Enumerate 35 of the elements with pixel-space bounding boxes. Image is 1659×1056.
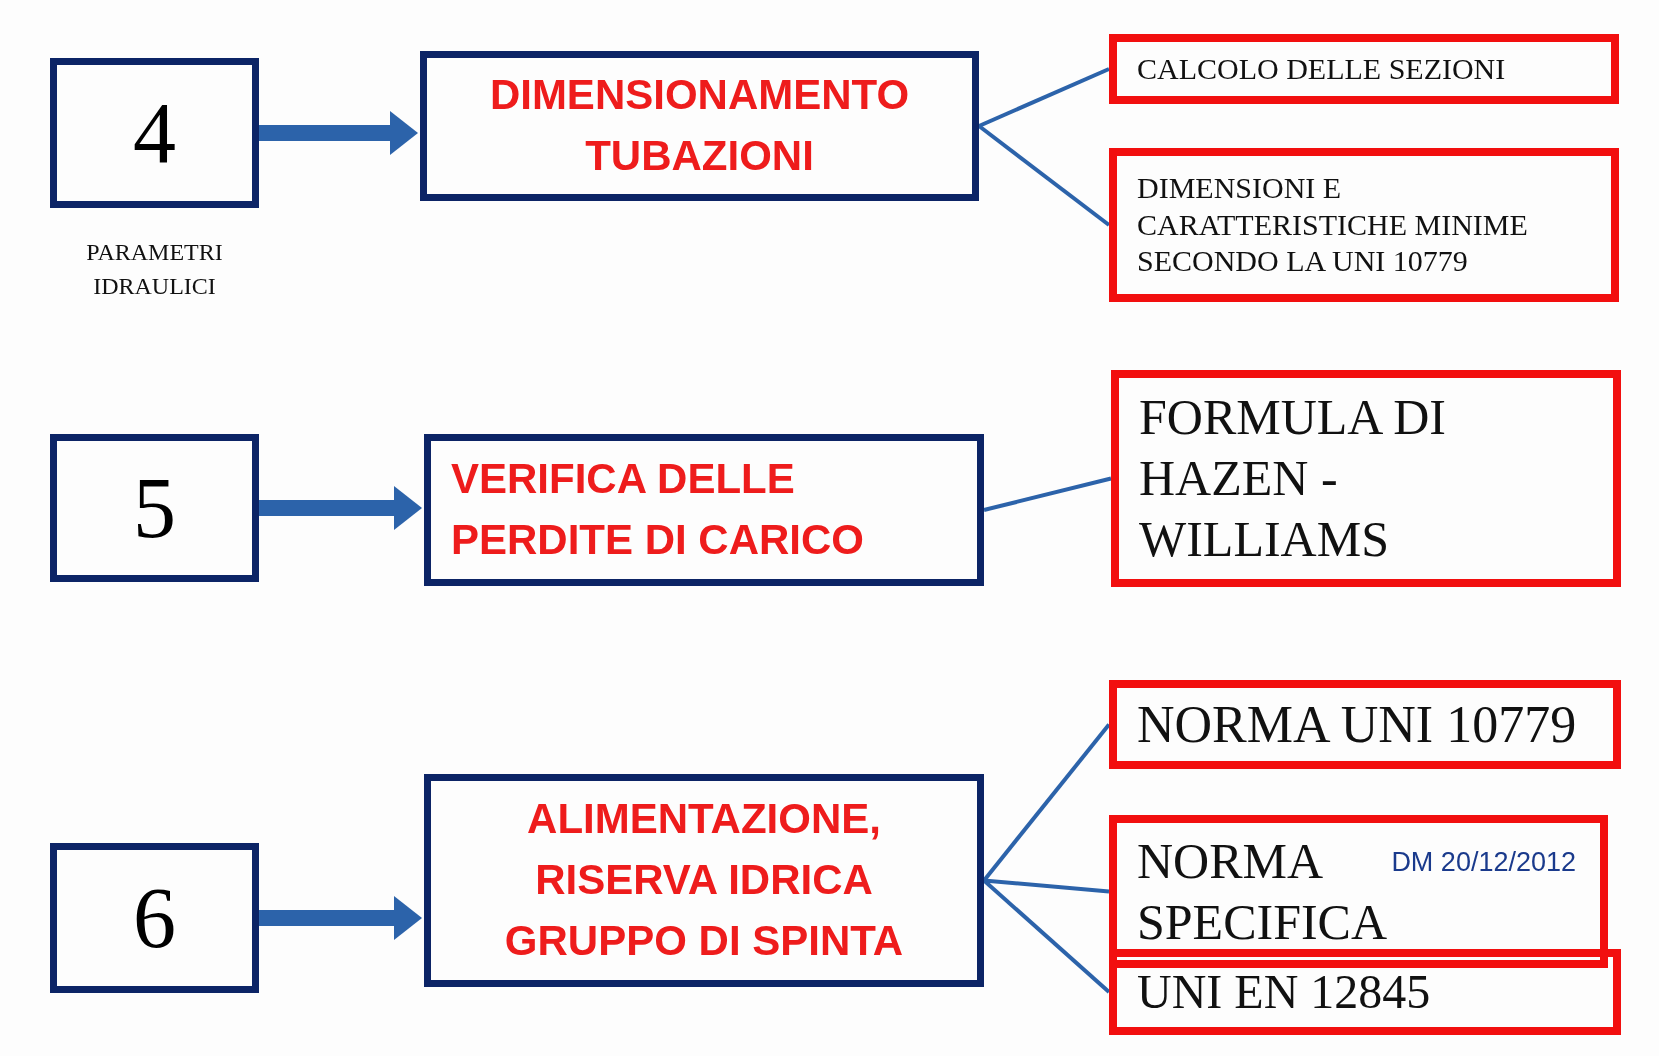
reference-box — [1111, 370, 1621, 587]
step-title: DIMENSIONAMENTO TUBAZIONI — [488, 70, 911, 181]
step-number: 5 — [133, 465, 176, 551]
connector-line — [983, 878, 1110, 894]
number-box — [50, 843, 259, 993]
step-title: VERIFICA DELLE PERDITE DI CARICO — [451, 454, 866, 565]
step-number: 4 — [133, 90, 176, 176]
arrow — [259, 896, 422, 940]
connector-line — [978, 67, 1110, 128]
number-box — [50, 58, 259, 208]
reference-box — [1109, 148, 1619, 302]
connector-line — [982, 879, 1111, 994]
arrow — [259, 111, 418, 155]
reference-box — [1109, 34, 1619, 104]
reference-text: DIMENSIONI E CARATTERISTICHE MINIME SECONDO LA UNI 10779 — [1137, 170, 1529, 280]
step-box — [424, 434, 984, 586]
reference-box — [1109, 949, 1621, 1035]
connector-line — [983, 476, 1112, 512]
reference-box — [1109, 680, 1621, 769]
note-text: DM 20/12/2012 — [1391, 847, 1576, 878]
reference-text: NORMA UNI 10779 — [1137, 694, 1578, 755]
step-title: ALIMENTAZIONE, RISERVA IDRICA GRUPPO DI SPINTA — [503, 794, 905, 966]
arrow — [259, 486, 422, 530]
step-box — [420, 51, 979, 201]
connector-line — [977, 124, 1111, 227]
number-box — [50, 434, 259, 582]
reference-text: CALCOLO DELLE SEZIONI — [1137, 50, 1507, 87]
reference-box — [1109, 815, 1608, 968]
reference-text: NORMA SPECIFICA — [1137, 831, 1387, 952]
step-number: 6 — [133, 875, 176, 961]
reference-text: UNI EN 12845 — [1137, 963, 1432, 1020]
caption-text: PARAMETRI IDRAULICI — [85, 238, 224, 301]
reference-text: FORMULA DI HAZEN - WILLIAMS — [1139, 388, 1447, 569]
connector-line — [982, 723, 1111, 882]
step-box — [424, 774, 984, 987]
